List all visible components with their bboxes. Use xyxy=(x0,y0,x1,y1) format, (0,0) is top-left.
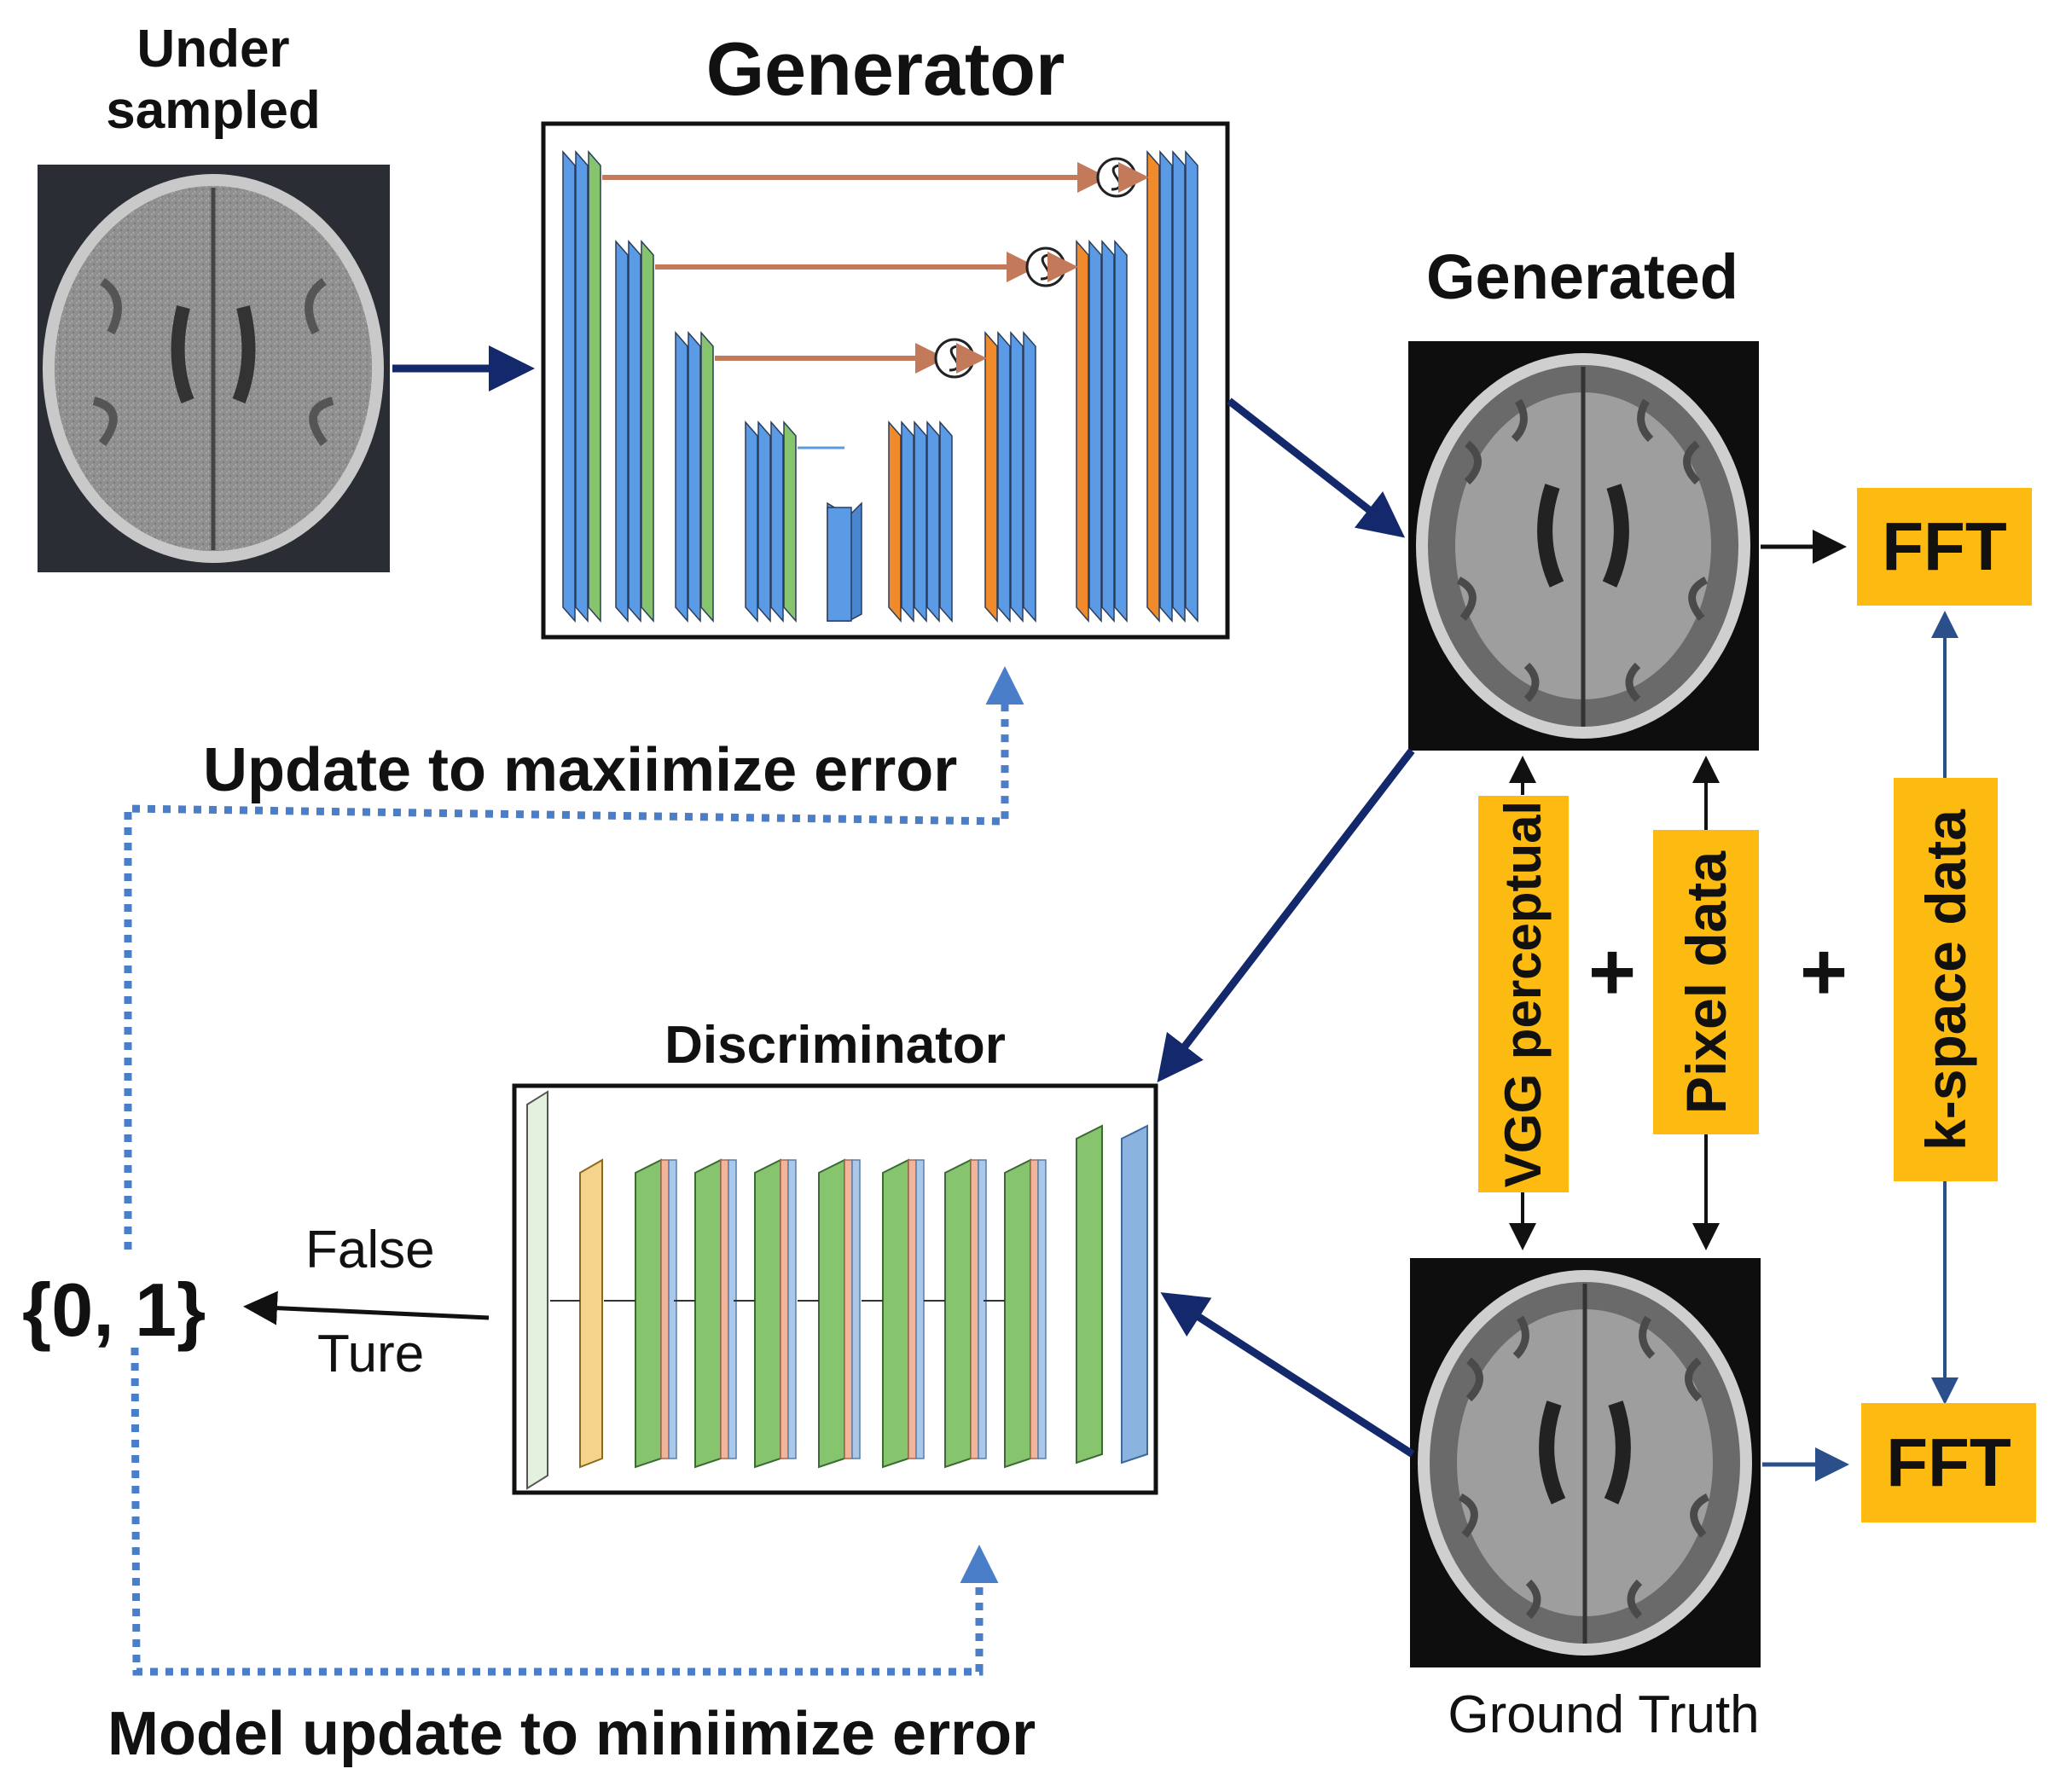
arrow-generated-to-discriminator xyxy=(1157,748,1415,1083)
unet-encoder-layer xyxy=(757,420,771,623)
unet-decoder-layer xyxy=(939,420,953,623)
unet-decoder-layer xyxy=(914,420,927,623)
kspace-data-box: k-space data xyxy=(1894,778,1998,1181)
disc-block-layer xyxy=(818,1158,845,1469)
vgg-perceptual-box: VGG perceptual xyxy=(1478,796,1569,1192)
unet-encoder-layer xyxy=(615,240,629,623)
vgg-perceptual-label: VGG perceptual xyxy=(1494,800,1552,1188)
kspace-data-label: k-space data xyxy=(1914,809,1977,1151)
unet-encoder-layer xyxy=(575,150,589,623)
disc-conv-layer xyxy=(579,1158,603,1469)
discriminator-layers xyxy=(526,1090,1148,1490)
unet-decoder-layer xyxy=(997,331,1011,623)
unet-encoder-layer xyxy=(562,150,576,623)
label-plus-2: + xyxy=(1800,926,1848,1018)
unet-encoder-layer xyxy=(628,240,641,623)
label-generator: Generator xyxy=(705,26,1065,111)
pixel-data-label: Pixel data xyxy=(1674,850,1738,1114)
disc-block-act xyxy=(668,1159,677,1459)
label-update-minimize: Model update to miniimize error xyxy=(107,1700,1036,1768)
unet-encoder-layer xyxy=(783,420,797,623)
disc-input-layer xyxy=(526,1090,548,1490)
label-update-maximize: Update to maxiimize error xyxy=(203,736,958,804)
unet-encoder-layer xyxy=(700,331,714,623)
unet-encoder-layer xyxy=(588,150,601,623)
disc-block-act xyxy=(851,1159,861,1459)
fft-box-bottom: FFT xyxy=(1861,1403,2036,1522)
disc-block-norm xyxy=(844,1159,853,1459)
arrow-generator-to-generated xyxy=(1227,397,1406,538)
disc-block-layer xyxy=(944,1158,972,1469)
label-ground-truth: Ground Truth xyxy=(1448,1685,1760,1744)
unet-encoder-layer xyxy=(688,331,701,623)
label-generated: Generated xyxy=(1425,241,1739,312)
disc-block-act xyxy=(915,1159,925,1459)
sigmoid-gate-symbol xyxy=(1111,164,1123,191)
unet-decoder-layer xyxy=(1172,150,1186,623)
unet-decoder-layer xyxy=(888,420,902,623)
unet-encoder-layer xyxy=(770,420,784,623)
arrow-discriminator-to-output xyxy=(243,1290,490,1325)
unet-decoder-layer xyxy=(1101,240,1115,623)
unet-decoder-layer xyxy=(901,420,914,623)
disc-block-norm xyxy=(970,1159,979,1459)
label-false: False xyxy=(305,1221,435,1279)
fft-top-label: FFT xyxy=(1882,508,2007,584)
disc-block-norm xyxy=(720,1159,729,1459)
label-under-sampled: Under sampled xyxy=(106,20,321,140)
arrow-groundtruth-to-discriminator xyxy=(1160,1292,1415,1458)
unet-decoder-layer xyxy=(1159,150,1173,623)
unet-encoder-layer xyxy=(745,420,758,623)
pixel-data-box: Pixel data xyxy=(1653,830,1759,1134)
disc-block-layer xyxy=(754,1158,781,1469)
unet-decoder-layer xyxy=(1010,331,1024,623)
unet-decoder-layer xyxy=(1146,150,1160,623)
unet-decoder-layer xyxy=(1114,240,1128,623)
disc-block-layer xyxy=(694,1158,722,1469)
fft-bottom-label: FFT xyxy=(1886,1424,2011,1500)
disc-block-layer xyxy=(1004,1158,1031,1469)
unet-decoder-layer xyxy=(1088,240,1102,623)
disc-block-act xyxy=(728,1159,737,1459)
disc-block-norm xyxy=(908,1159,917,1459)
disc-block-norm xyxy=(780,1159,789,1459)
disc-block-layer xyxy=(882,1158,909,1469)
unet-encoder-layer xyxy=(675,331,688,623)
disc-block-act xyxy=(1037,1159,1047,1459)
mri-generated xyxy=(1408,341,1759,751)
disc-block-act xyxy=(978,1159,987,1459)
disc-block-layer xyxy=(635,1158,662,1469)
fft-box-top: FFT xyxy=(1857,488,2032,606)
label-output-set: {0, 1} xyxy=(22,1267,206,1352)
mri-ground-truth xyxy=(1410,1258,1761,1667)
unet-encoder-layer xyxy=(641,240,654,623)
unet-decoder-layer xyxy=(984,331,998,623)
dotted-path-generator-update xyxy=(124,666,1024,1250)
disc-block-norm xyxy=(1030,1159,1039,1459)
label-discriminator: Discriminator xyxy=(664,1016,1006,1075)
label-true: Ture xyxy=(317,1325,425,1383)
unet-decoder-layer xyxy=(1185,150,1198,623)
disc-dense-layer xyxy=(1076,1124,1103,1464)
disc-block-act xyxy=(787,1159,797,1459)
unet-decoder-layer xyxy=(1076,240,1089,623)
unet-decoder-layer xyxy=(926,420,940,623)
disc-block-norm xyxy=(660,1159,670,1459)
unet-bottleneck-front xyxy=(827,507,852,622)
unet-decoder-layer xyxy=(1023,331,1036,623)
disc-output-layer xyxy=(1121,1124,1148,1464)
generator-unet xyxy=(562,150,1198,623)
sigmoid-gate-symbol xyxy=(1040,253,1052,281)
label-plus-1: + xyxy=(1588,926,1637,1018)
sigmoid-gate-symbol xyxy=(949,345,960,372)
mri-under-sampled xyxy=(38,165,390,572)
